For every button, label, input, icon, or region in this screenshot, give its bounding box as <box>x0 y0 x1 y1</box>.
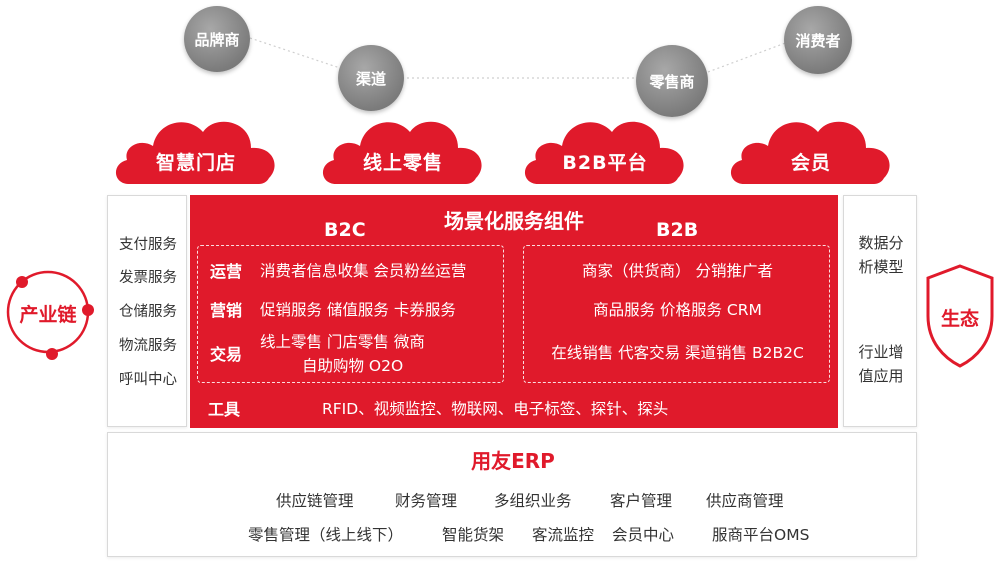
b2c-row-trade-text-2: 自助购物 O2O <box>302 357 404 375</box>
right-service-industry-line2: 值应用 <box>858 367 904 385</box>
b2c-row-marketing-text: 促销服务 储值服务 卡券服务 <box>260 301 456 319</box>
b2c-row-trade-text-1: 线上零售 门店零售 微商 <box>260 333 425 351</box>
cloud-smart-store: 智慧门店 <box>111 108 281 188</box>
b2c-box: 运营 消费者信息收集 会员粉丝运营 营销 促销服务 储值服务 卡券服务 交易 线… <box>197 245 504 383</box>
industry-chain-ring-icon <box>6 270 94 360</box>
erp-finance: 财务管理 <box>395 492 458 510</box>
node-consumer: 消费者 <box>784 6 852 74</box>
ecology-label: 生态 <box>940 308 979 330</box>
right-service-industry-line1: 行业增 <box>858 343 904 361</box>
node-brand: 品牌商 <box>184 6 250 72</box>
b2c-row-marketing-label: 营销 <box>210 301 243 320</box>
cloud-member-label: 会员 <box>790 152 831 174</box>
ecology-shield-icon <box>926 264 994 368</box>
b2c-row-operation-label: 运营 <box>210 262 243 281</box>
cloud-shape <box>730 121 890 184</box>
erp-supplier: 供应商管理 <box>706 492 784 510</box>
erp-retail: 零售管理（线上线下） <box>248 526 404 544</box>
node-brand-label: 品牌商 <box>194 30 240 49</box>
right-service-data-line2: 析模型 <box>858 258 904 276</box>
cloud-member: 会员 <box>726 108 896 188</box>
cloud-b2b-platform: B2B平台 <box>520 108 690 188</box>
right-services-panel: 数据分 析模型 行业增 值应用 <box>843 195 917 427</box>
left-service-call-center: 呼叫中心 <box>119 372 177 388</box>
b2b-row-merchant: 商家（供货商） 分销推广者 <box>582 262 773 280</box>
node-consumer-label: 消费者 <box>795 31 841 50</box>
erp-multi-org: 多组织业务 <box>494 492 572 510</box>
erp-panel: 用友ERP 供应链管理 财务管理 多组织业务 客户管理 供应商管理 零售管理（线… <box>107 432 917 557</box>
b2c-title: B2C <box>324 219 366 241</box>
cloud-b2b-platform-label: B2B平台 <box>562 152 648 174</box>
left-service-warehouse: 仓储服务 <box>119 304 177 320</box>
cloud-smart-store-label: 智慧门店 <box>155 152 236 174</box>
tools-label: 工具 <box>208 400 241 419</box>
node-retailer-label: 零售商 <box>649 72 695 91</box>
cloud-online-retail: 线上零售 <box>318 108 488 188</box>
erp-customer: 客户管理 <box>610 492 673 510</box>
erp-oms: 服商平台OMS <box>712 526 810 544</box>
left-service-payment: 支付服务 <box>119 237 177 253</box>
erp-title: 用友ERP <box>471 449 555 473</box>
b2b-row-services: 商品服务 价格服务 CRM <box>593 301 762 319</box>
tools-text: RFID、视频监控、物联网、电子标签、探针、探头 <box>322 400 669 418</box>
erp-member-center: 会员中心 <box>612 526 675 544</box>
b2b-box: 商家（供货商） 分销推广者 商品服务 价格服务 CRM 在线销售 代客交易 渠道… <box>523 245 830 383</box>
cloud-shape <box>115 121 275 184</box>
node-retailer: 零售商 <box>636 45 708 117</box>
cloud-shape <box>524 121 684 184</box>
left-services-panel: 支付服务 发票服务 仓储服务 物流服务 呼叫中心 <box>107 195 187 427</box>
left-service-logistics: 物流服务 <box>119 338 177 354</box>
cloud-online-retail-label: 线上零售 <box>362 152 443 174</box>
b2b-row-sales: 在线销售 代客交易 渠道销售 B2B2C <box>551 344 804 362</box>
panel-title: 场景化服务组件 <box>444 209 584 233</box>
b2b-title: B2B <box>656 219 699 241</box>
scenario-service-panel: 场景化服务组件 B2C B2B 运营 消费者信息收集 会员粉丝运营 营销 促销服… <box>190 195 838 428</box>
b2c-row-trade-label: 交易 <box>210 345 243 364</box>
node-channel: 渠道 <box>338 45 404 111</box>
erp-supply-chain: 供应链管理 <box>276 492 354 510</box>
b2c-row-operation-text: 消费者信息收集 会员粉丝运营 <box>260 262 467 280</box>
erp-smart-shelf: 智能货架 <box>442 526 505 544</box>
industry-chain-label: 产业链 <box>19 304 77 326</box>
right-service-data-line1: 数据分 <box>858 234 904 252</box>
erp-traffic: 客流监控 <box>532 526 595 544</box>
left-service-invoice: 发票服务 <box>119 270 177 286</box>
cloud-shape <box>322 121 482 184</box>
node-channel-label: 渠道 <box>355 69 386 88</box>
